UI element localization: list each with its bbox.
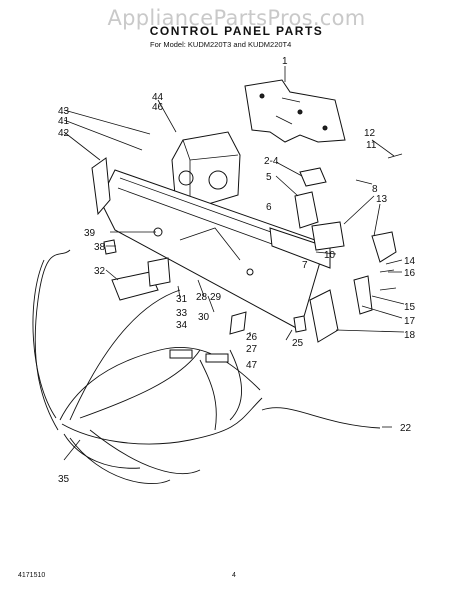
callout-33: 33 bbox=[176, 308, 188, 319]
callout-16: 16 bbox=[404, 268, 416, 279]
callout-44: 44 bbox=[152, 92, 164, 103]
callout-29: 29 bbox=[210, 292, 222, 303]
callout-12: 12 bbox=[364, 128, 376, 139]
switch bbox=[294, 191, 319, 229]
callout-5: 5 bbox=[266, 172, 272, 183]
timer-assembly bbox=[171, 131, 241, 206]
document-code: 4171510 bbox=[18, 572, 46, 579]
cable-22 bbox=[261, 407, 381, 429]
callout-1: 1 bbox=[282, 56, 288, 67]
panel-bracket bbox=[269, 227, 331, 269]
page-number: 4 bbox=[232, 572, 236, 579]
button-25 bbox=[293, 315, 307, 333]
callout-25: 25 bbox=[292, 338, 304, 349]
callout-35: 35 bbox=[58, 474, 70, 485]
watermark: AppliancePartsPros.com bbox=[107, 6, 366, 30]
cover-32 bbox=[111, 271, 159, 301]
knob-38 bbox=[103, 239, 117, 255]
callout-14: 14 bbox=[404, 256, 416, 267]
left-end-cap bbox=[91, 157, 111, 216]
page-title: CONTROL PANEL PARTS bbox=[149, 24, 324, 38]
callout-32: 32 bbox=[94, 266, 106, 277]
callout-34: 34 bbox=[176, 320, 188, 331]
callout-30: 30 bbox=[198, 312, 210, 323]
callout-39: 39 bbox=[84, 228, 96, 239]
right-end-cap bbox=[309, 289, 339, 343]
callout-22: 22 bbox=[400, 423, 412, 434]
callout-31: 31 bbox=[176, 294, 188, 305]
callout-6: 6 bbox=[266, 202, 272, 213]
callout-28: 28 bbox=[196, 292, 208, 303]
callout-47: 47 bbox=[246, 360, 258, 371]
callout-26: 26 bbox=[246, 332, 258, 343]
model-subtitle: For Model: KUDM220T3 and KUDM220T4 bbox=[150, 40, 292, 49]
circuit-board bbox=[244, 79, 346, 143]
knob-27 bbox=[229, 311, 247, 335]
wire-harness bbox=[32, 249, 263, 485]
callout-18: 18 bbox=[404, 330, 416, 341]
callout-13: 13 bbox=[376, 194, 388, 205]
latch-bracket bbox=[371, 231, 397, 263]
callout-46: 46 bbox=[152, 102, 164, 113]
callout-2-4: 2-4 bbox=[264, 156, 279, 167]
callout-17: 17 bbox=[404, 316, 416, 327]
callout-10: 10 bbox=[324, 250, 336, 261]
callout-15: 15 bbox=[404, 302, 416, 313]
callout-8: 8 bbox=[372, 184, 378, 195]
switch-block bbox=[311, 221, 345, 251]
switch-bracket bbox=[299, 167, 327, 187]
bracket-28 bbox=[147, 257, 171, 287]
callout-27: 27 bbox=[246, 344, 258, 355]
callout-42: 42 bbox=[58, 128, 70, 139]
callout-11: 11 bbox=[366, 140, 377, 151]
callout-38: 38 bbox=[94, 242, 106, 253]
callout-41: 41 bbox=[58, 116, 70, 127]
callout-43: 43 bbox=[58, 106, 70, 117]
callout-7: 7 bbox=[302, 260, 308, 271]
